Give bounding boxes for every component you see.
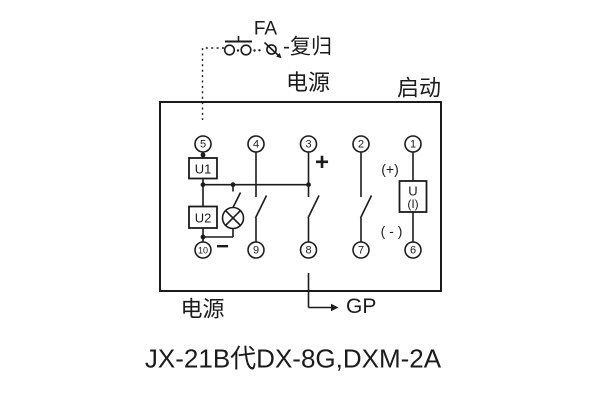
terminal-9-number: 9	[253, 245, 259, 257]
terminal-row-bottom: 10 9 8 7 6	[194, 241, 422, 259]
lamp-cross-line	[225, 210, 241, 226]
contact-blade	[232, 192, 242, 208]
plus-paren-label: (+)	[381, 161, 399, 177]
manual-reset-arrowhead	[276, 53, 282, 59]
manual-reset-slash	[263, 41, 280, 57]
gp-arrowhead-icon	[331, 303, 339, 312]
terminal-2-number: 2	[358, 139, 364, 151]
pushbutton-label: FA	[254, 19, 278, 40]
plus-polarity-label: +	[315, 149, 329, 176]
terminal-7-number: 7	[358, 245, 364, 257]
terminal-1-number: 1	[410, 139, 416, 151]
relay-case-outline	[159, 101, 442, 292]
ui-box	[398, 180, 428, 213]
terminal-5-number: 5	[200, 139, 206, 151]
terminal-6-number: 6	[410, 245, 416, 257]
reset-label: -复归	[283, 36, 332, 59]
u2-label: U2	[195, 210, 212, 225]
contact-blade	[359, 195, 373, 219]
terminal-3-number: 3	[305, 139, 311, 151]
power-label-top: 电源	[286, 70, 330, 95]
contact-blade	[307, 195, 320, 219]
dotted-segment-dot	[258, 49, 261, 52]
voltage-unit-branch: U1 U2 −	[188, 151, 311, 259]
gp-output-wire	[307, 273, 339, 312]
measuring-element-branch: U (I) (+) ( - )	[381, 152, 428, 242]
indicator-lamp-icon	[221, 206, 245, 230]
pushbutton-contact-left	[223, 44, 236, 56]
terminal-10	[194, 241, 212, 259]
terminal-5	[194, 135, 212, 153]
u1-label: U1	[195, 161, 212, 176]
diagram-caption: JX-21B代DX-8G,DXM-2A	[145, 344, 442, 374]
contact-switch-2-7	[359, 152, 373, 242]
power-label-bottom: 电源	[180, 297, 224, 322]
terminal-8-number: 8	[305, 245, 311, 257]
reset-dotted-wire	[201, 47, 224, 120]
terminal-9	[247, 241, 265, 259]
gp-label: GP	[346, 295, 376, 318]
terminal-3	[299, 135, 318, 153]
reset-pushbutton-icon: FA -复归	[201, 19, 332, 120]
minus-polarity-label: −	[216, 234, 229, 259]
contact-switch-4-9	[254, 152, 268, 242]
terminal-10-number: 10	[198, 246, 208, 256]
terminal-7	[352, 241, 370, 259]
pushbutton-contact-right	[240, 44, 252, 56]
terminal-6	[404, 241, 422, 259]
junction-dot	[200, 152, 206, 158]
terminal-8	[299, 241, 318, 259]
ui-label-line1: U	[408, 184, 417, 199]
contact-blade	[254, 195, 268, 219]
start-label: 启动	[397, 76, 441, 101]
minus-paren-label: ( - )	[381, 223, 403, 239]
contact-switch-3-8: +	[307, 149, 329, 242]
terminal-4-number: 4	[253, 139, 259, 151]
dotted-segment-dot	[236, 49, 240, 52]
dotted-segment-dot	[253, 49, 256, 52]
terminal-row-top: 5 4 3 2 1	[194, 135, 422, 153]
manual-reset-circle	[266, 44, 277, 55]
terminal-2	[352, 135, 370, 153]
ui-label-line2: (I)	[407, 197, 418, 211]
terminal-1	[404, 135, 422, 153]
terminal-4	[247, 135, 265, 153]
manual-reset-icon	[263, 41, 282, 59]
